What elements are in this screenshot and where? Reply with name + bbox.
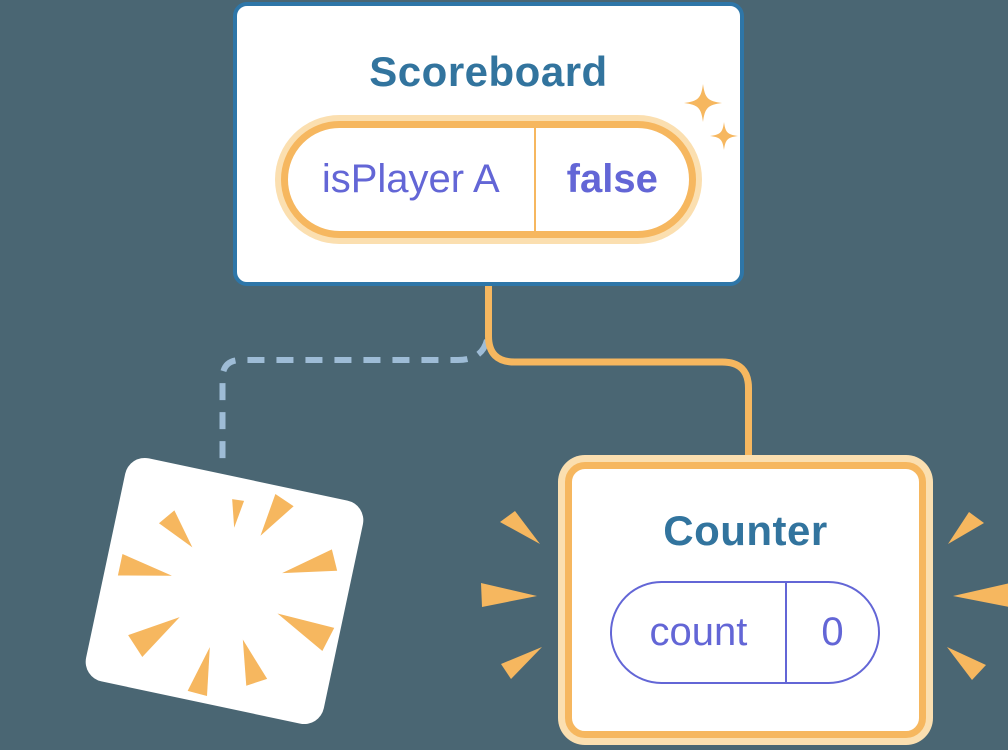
scoreboard-state-pill: isPlayer A false [281, 121, 696, 238]
state-value-label: false [566, 157, 658, 201]
poof-burst-icon [117, 493, 338, 696]
scoreboard-title: Scoreboard [369, 48, 608, 95]
counter-state-pill: count 0 [610, 581, 880, 684]
state-key-label: isPlayer A [288, 128, 536, 231]
sparkles-icon [684, 84, 738, 150]
destroyed-connector-line [219, 339, 490, 469]
active-connector-line [485, 285, 752, 457]
count-key-label: count [612, 583, 787, 682]
counter-card: Counter count 0 [565, 462, 926, 738]
emphasis-rays-right-icon [947, 512, 1008, 680]
scoreboard-card: Scoreboard isPlayer A false [233, 2, 744, 286]
counter-title: Counter [663, 507, 828, 554]
destroyed-component-card [81, 454, 368, 728]
count-value-label: 0 [821, 610, 844, 654]
emphasis-rays-left-icon [481, 511, 542, 679]
